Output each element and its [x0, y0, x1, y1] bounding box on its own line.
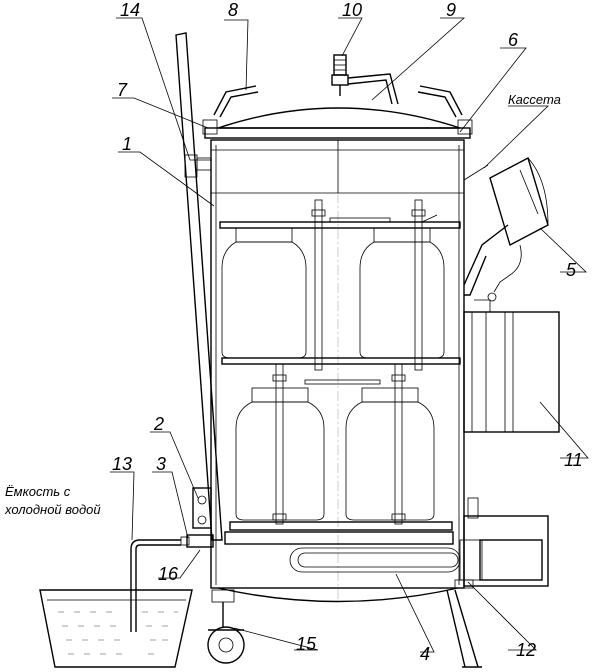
cassette	[219, 199, 461, 531]
callout-6: 6	[508, 30, 519, 50]
callout-8: 8	[228, 0, 238, 20]
safety-valve	[331, 54, 399, 105]
callout-4: 4	[420, 644, 430, 664]
valve-assembly	[130, 487, 214, 632]
control-unit	[463, 292, 560, 433]
heater-terminal-box	[454, 497, 549, 589]
cassette-label: Кассета	[508, 92, 561, 107]
jar-lower-left	[235, 387, 325, 521]
jar-upper-left	[221, 227, 307, 359]
cold-water-container	[39, 589, 193, 668]
container-label-line2: холодной водой	[4, 502, 101, 517]
leader-lines	[110, 17, 589, 653]
lid-handles	[213, 85, 463, 118]
callout-11: 11	[564, 450, 583, 470]
callout-7: 7	[117, 80, 128, 100]
gauge-unit	[463, 156, 549, 296]
vessel-body	[210, 139, 465, 600]
jar-lower-right	[345, 387, 435, 521]
callout-1: 1	[122, 134, 132, 154]
callout-9: 9	[446, 0, 456, 20]
lid	[202, 107, 473, 139]
callout-15: 15	[296, 634, 317, 654]
callout-2: 2	[153, 414, 164, 434]
callout-3: 3	[156, 454, 166, 474]
pipe-14	[175, 32, 223, 541]
callout-13: 13	[112, 454, 132, 474]
callout-14: 14	[120, 0, 140, 20]
captions: Кассета Ёмкость с холодной водой	[4, 92, 561, 517]
jar-upper-right	[359, 227, 445, 359]
container-label-line1: Ёмкость с	[5, 484, 71, 499]
heater	[211, 531, 464, 603]
callout-16: 16	[158, 564, 179, 584]
callout-labels: 14 8 10 9 7 6 1 2 3 13 16 5 11 15 4 12	[112, 0, 583, 664]
callout-12: 12	[516, 640, 536, 660]
support-legs	[207, 589, 482, 668]
callout-5: 5	[566, 260, 577, 280]
callout-10: 10	[342, 0, 362, 20]
